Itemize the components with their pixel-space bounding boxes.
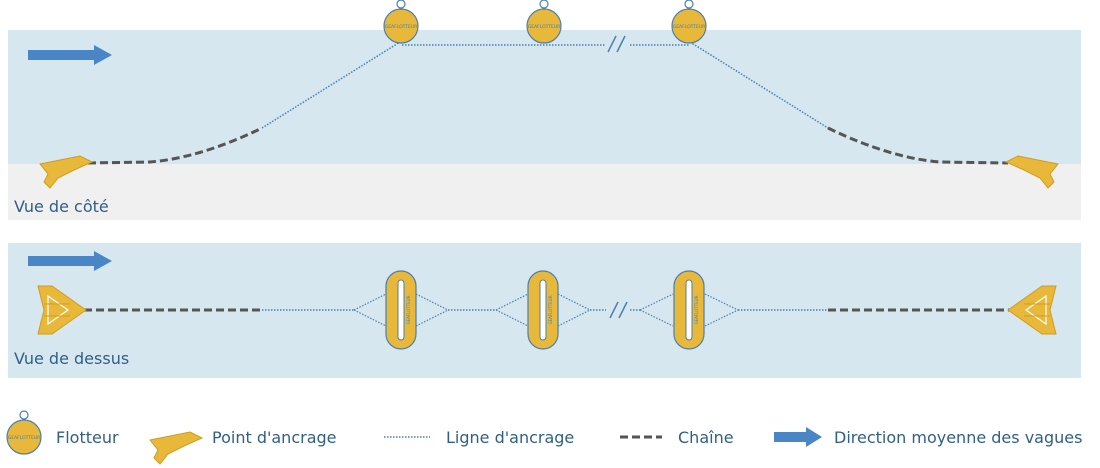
legend-anchor-label: Point d'ancrage: [212, 428, 337, 447]
side-double-slash-break-icon: [607, 35, 626, 53]
side-view-label: Vue de côté: [14, 197, 109, 216]
legend-arrow-right-icon: [774, 427, 822, 447]
buoy-logo-text: GEAFLOTTEUR: [694, 295, 699, 324]
side-arrow-right-icon: [28, 45, 112, 65]
side-buoy-1-icon: GEAFLOTTEUR: [383, 0, 419, 44]
legend-chain-label: Chaîne: [678, 428, 734, 447]
legend-anchor-line-label: Ligne d'ancrage: [446, 428, 574, 447]
top-buoy-3-icon: GEAFLOTTEUR: [673, 270, 705, 350]
side-buoy-2-icon: GEAFLOTTEUR: [526, 0, 562, 44]
side-seabed: [8, 164, 1081, 220]
side-chain-right: [827, 126, 1009, 165]
buoy-logo-text: GEAFLOTTEUR: [406, 295, 411, 324]
legend-wave-label: Direction moyenne des vagues: [834, 428, 1082, 447]
top-anchor-left-icon: [37, 285, 87, 335]
legend-float-label: Flotteur: [56, 428, 119, 447]
legend-anchor-icon: [149, 431, 203, 465]
top-buoy-2-icon: GEAFLOTTEUR: [527, 270, 559, 350]
side-anchor-line-right: [689, 41, 829, 129]
side-buoy-3-icon: GEAFLOTTEUR: [671, 0, 707, 44]
buoy-logo-text: GEAFLOTTEUR: [528, 24, 561, 30]
buoy-logo-text: GEAFLOTTEUR: [8, 435, 41, 441]
buoy-logo-text: GEAFLOTTEUR: [548, 295, 553, 324]
buoy-logo-text: GEAFLOTTEUR: [385, 24, 418, 30]
side-anchor-line-left: [261, 41, 401, 129]
top-view-panel: GEAFLOTTEUR GEAFLOTTEUR GEAFLOTTEUR Vue …: [8, 243, 1081, 378]
buoy-logo-text: GEAFLOTTEUR: [673, 24, 706, 30]
legend-buoy-icon: GEAFLOTTEUR: [6, 410, 42, 455]
side-water: [8, 30, 1081, 164]
top-bridle-3: [639, 293, 739, 327]
side-view-panel: GEAFLOTTEUR GEAFLOTTEUR GEAFLOTTEUR Vue …: [8, 0, 1081, 220]
side-chain-left: [87, 126, 263, 165]
top-view-label: Vue de dessus: [14, 349, 129, 368]
top-arrow-right-icon: [28, 251, 112, 271]
legend: GEAFLOTTEUR Flotteur Point d'ancrage Lig…: [6, 410, 1082, 465]
top-double-slash-break-icon: [609, 301, 628, 319]
top-anchor-right-icon: [1007, 285, 1057, 335]
top-buoy-1-icon: GEAFLOTTEUR: [385, 270, 417, 350]
